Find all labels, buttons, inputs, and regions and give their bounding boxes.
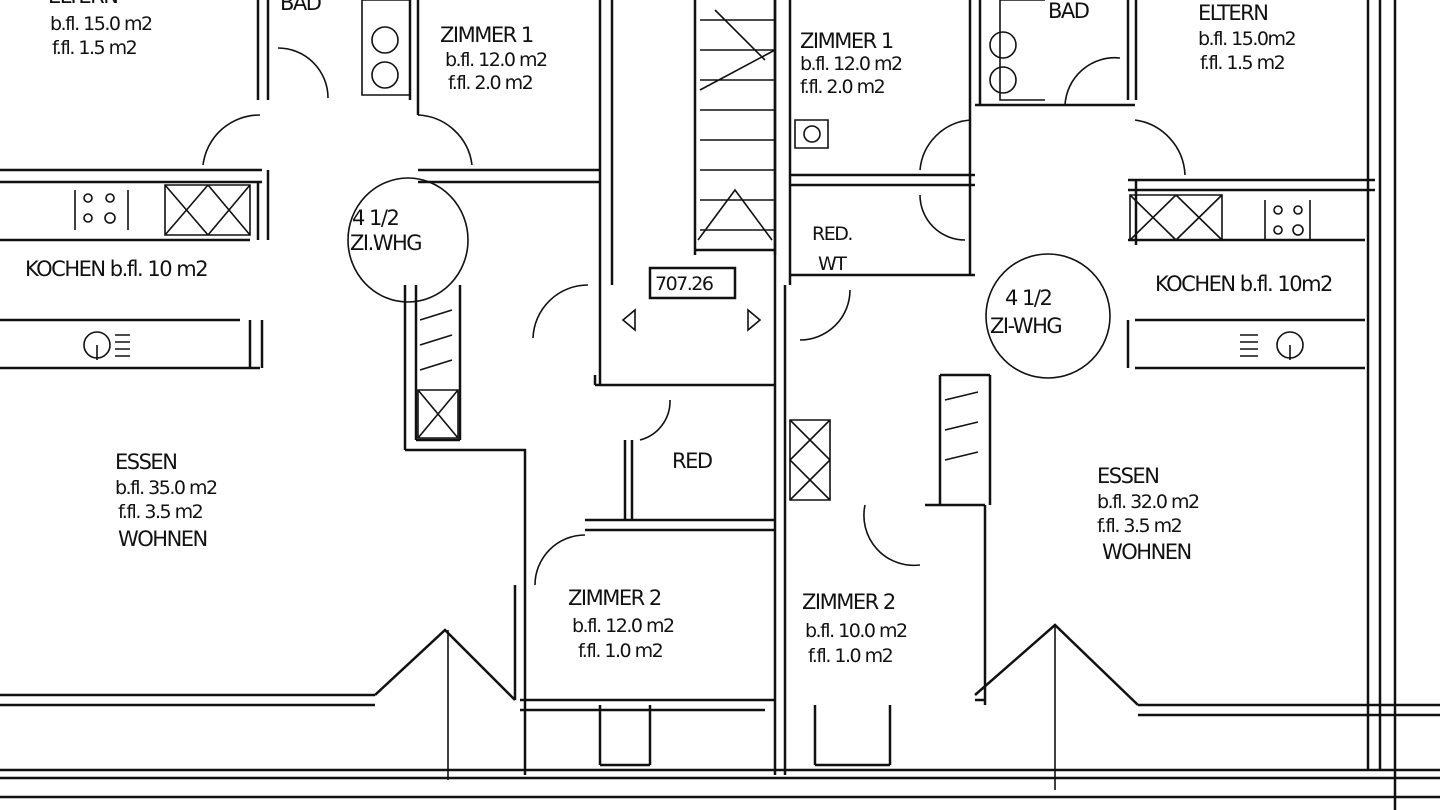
room-area: f.fl. 1.0 m2 bbox=[578, 640, 663, 662]
room-area: b.fl. 10.0 m2 bbox=[805, 620, 907, 642]
fixtures bbox=[74, 0, 1311, 790]
unit-type-left-1: 4 1/2 bbox=[352, 206, 398, 230]
room-wohnen-left: WOHNEN bbox=[118, 527, 207, 551]
room-area: b.fl. 32.0 m2 bbox=[1097, 491, 1199, 513]
room-kochen-left: KOCHEN b.fl. 10 m2 bbox=[25, 257, 207, 281]
unit-type-right-2: ZI-WHG bbox=[990, 314, 1061, 338]
room-area: b.fl. 12.0 m2 bbox=[445, 49, 547, 71]
room-bad-left: BAD bbox=[280, 0, 321, 15]
room-kochen-right: KOCHEN b.fl. 10m2 bbox=[1155, 272, 1332, 296]
room-area: f.fl. 1.5 m2 bbox=[52, 37, 137, 59]
room-wohnen-right: WOHNEN bbox=[1102, 540, 1191, 564]
room-eltern-right: ELTERN bbox=[1198, 1, 1267, 25]
room-area: f.fl. 1.0 m2 bbox=[808, 645, 893, 667]
room-bad-right: BAD bbox=[1048, 0, 1089, 23]
unit-type-right-1: 4 1/2 bbox=[1005, 286, 1051, 310]
room-area: b.fl. 12.0 m2 bbox=[572, 615, 674, 637]
door-swings bbox=[202, 47, 1186, 586]
room-zimmer1-right: ZIMMER 1 bbox=[800, 29, 893, 53]
room-area: b.fl. 15.0m2 bbox=[1198, 28, 1295, 50]
room-red-right: RED. bbox=[812, 223, 852, 245]
room-red-left: RED bbox=[672, 449, 712, 473]
unit-type-left-2: ZI.WHG bbox=[350, 231, 421, 255]
room-area: f.fl. 2.0 m2 bbox=[800, 76, 885, 98]
room-area: f.fl. 2.0 m2 bbox=[448, 72, 533, 94]
room-zimmer2-left: ZIMMER 2 bbox=[568, 586, 661, 610]
unit-marker-right: 4 1/2 ZI-WHG bbox=[985, 253, 1111, 379]
room-area: f.fl. 3.5 m2 bbox=[1097, 515, 1182, 537]
room-area: b.fl. 12.0 m2 bbox=[800, 53, 902, 75]
level-mark: 707.26 bbox=[655, 273, 713, 295]
room-essen-right: ESSEN bbox=[1097, 464, 1158, 488]
room-eltern-left: ELTERN bbox=[48, 0, 117, 8]
room-area: b.fl. 15.0 m2 bbox=[50, 13, 152, 35]
room-area: f.fl. 3.5 m2 bbox=[118, 501, 203, 523]
unit-marker-left: 4 1/2 ZI.WHG bbox=[347, 177, 469, 303]
room-zimmer2-right: ZIMMER 2 bbox=[802, 590, 895, 614]
room-zimmer1-left: ZIMMER 1 bbox=[440, 23, 533, 47]
room-area: f.fl. 1.5 m2 bbox=[1200, 52, 1285, 74]
room-wt: WT bbox=[818, 253, 847, 275]
room-essen-left: ESSEN bbox=[115, 450, 176, 474]
room-area: b.fl. 35.0 m2 bbox=[115, 477, 217, 499]
